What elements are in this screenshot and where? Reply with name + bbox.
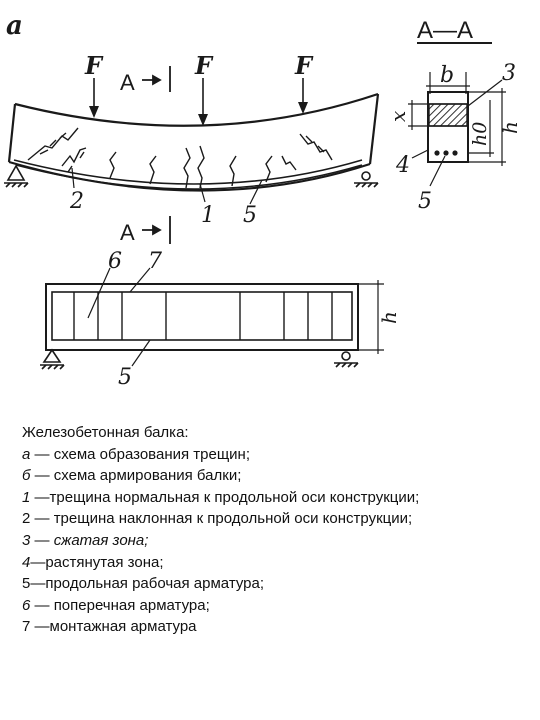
- callout-4: 4: [395, 153, 410, 178]
- caption-sep: —: [30, 467, 54, 485]
- caption-sep: —: [30, 553, 46, 571]
- caption-sep: —: [30, 531, 54, 549]
- caption-item: 3 — сжатая зона;: [22, 530, 532, 552]
- force-label-right: F: [294, 51, 314, 80]
- callout-1: 1: [201, 203, 215, 228]
- beam-elevation: [45, 283, 359, 351]
- caption-item: а — схема образования трещин;: [22, 444, 532, 466]
- caption-key: а: [22, 445, 31, 463]
- callout-5-b-leader: [131, 339, 151, 367]
- rebar-dots: [434, 150, 458, 156]
- caption-text: сжатая зона;: [53, 531, 149, 549]
- force-arrow-left: [89, 78, 99, 118]
- normal-cracks: [109, 145, 273, 189]
- h-label-section: h: [498, 121, 522, 134]
- callout-5-section: 5: [418, 189, 432, 214]
- h0-label: h0: [469, 122, 491, 146]
- section-arrow-top: [142, 66, 171, 92]
- beam-diagram: а F F F А: [4, 11, 522, 390]
- caption-text: поперечная арматура;: [53, 596, 210, 614]
- caption-item: 2 — трещина наклонная к продольной оси к…: [22, 508, 532, 530]
- caption-key: 6: [22, 596, 31, 614]
- callout-3-leader: [467, 79, 503, 107]
- callout-2: 2: [69, 189, 84, 214]
- support-right: [354, 171, 379, 188]
- x-dimension: [408, 100, 428, 130]
- caption-text: трещина нормальная к продольной оси конс…: [49, 488, 420, 506]
- inclined-crack-left: [27, 127, 87, 173]
- callout-6: 6: [108, 249, 122, 274]
- caption-item: 7 —монтажная арматура: [22, 616, 532, 638]
- callout-3: 3: [502, 61, 516, 86]
- caption-sep: —: [30, 596, 54, 614]
- section-title: А—А: [417, 17, 492, 44]
- caption-key: б: [22, 467, 31, 485]
- force-label-left: F: [84, 51, 104, 80]
- callout-5-leader-a: [249, 179, 263, 205]
- h-label-b: h: [377, 311, 401, 324]
- cross-section: [427, 91, 469, 163]
- caption-item: 4—растянутая зона;: [22, 552, 532, 574]
- figure-caption: Железобетонная балка: а — схема образова…: [22, 422, 532, 638]
- reinforcement-cage: [51, 291, 353, 341]
- caption-key: 4: [22, 553, 31, 571]
- callout-7-leader: [129, 267, 151, 293]
- support-left: [4, 164, 29, 188]
- caption-item: 6 — поперечная арматура;: [22, 595, 532, 617]
- callout-2-leader: [71, 167, 75, 189]
- caption-sep: —: [30, 445, 54, 463]
- callout-5-section-leader: [429, 155, 446, 187]
- caption-sep: —: [30, 618, 50, 636]
- section-mark-bottom: А: [120, 220, 135, 245]
- caption-text: монтажная арматура: [49, 618, 197, 636]
- caption-key: 3: [22, 531, 31, 549]
- section-width-dimension: [426, 72, 470, 94]
- x-label: x: [386, 111, 410, 122]
- caption-sep: —: [30, 510, 54, 528]
- callout-7: 7: [148, 249, 162, 274]
- width-label-b: b: [440, 63, 454, 88]
- callout-1-leader: [199, 183, 206, 203]
- caption-text: продольная рабочая арматура;: [45, 575, 265, 593]
- bottom-rebar: [13, 159, 363, 190]
- caption-text: трещина наклонная к продольной оси конст…: [53, 510, 413, 528]
- callout-5-a: 5: [243, 203, 257, 228]
- support-right-b: [334, 351, 359, 368]
- section-title-text: А—А: [417, 17, 473, 44]
- caption-text: схема образования трещин;: [53, 445, 251, 463]
- caption-item: 1 —трещина нормальная к продольной оси к…: [22, 487, 532, 509]
- caption-key: 1: [22, 488, 31, 506]
- caption-text: растянутая зона;: [45, 553, 164, 571]
- caption-item: б — схема армирования балки;: [22, 465, 532, 487]
- caption-title: Железобетонная балка:: [22, 424, 189, 441]
- caption-key: 5: [22, 575, 31, 593]
- section-mark-top: А: [120, 70, 135, 95]
- caption-sep: —: [30, 575, 46, 593]
- caption-text: схема армирования балки;: [53, 467, 242, 485]
- section-arrow-bottom: [142, 216, 171, 244]
- caption-key: 7: [22, 618, 31, 636]
- stirrups: [73, 292, 333, 340]
- h-dimension-b: [358, 280, 384, 354]
- force-arrow-center: [198, 78, 208, 126]
- callout-6-leader: [87, 267, 111, 319]
- force-label-center: F: [194, 51, 214, 80]
- inclined-crack-right: [281, 133, 333, 171]
- callout-5-b: 5: [118, 365, 132, 390]
- caption-key: 2: [22, 510, 31, 528]
- support-left-b: [40, 348, 65, 370]
- caption-sep: —: [30, 488, 50, 506]
- panel-a-label: а: [6, 11, 23, 41]
- force-arrow-right: [298, 78, 308, 114]
- callout-4-leader: [411, 149, 429, 159]
- compression-zone: [428, 103, 468, 127]
- caption-item: 5—продольная рабочая арматура;: [22, 573, 532, 595]
